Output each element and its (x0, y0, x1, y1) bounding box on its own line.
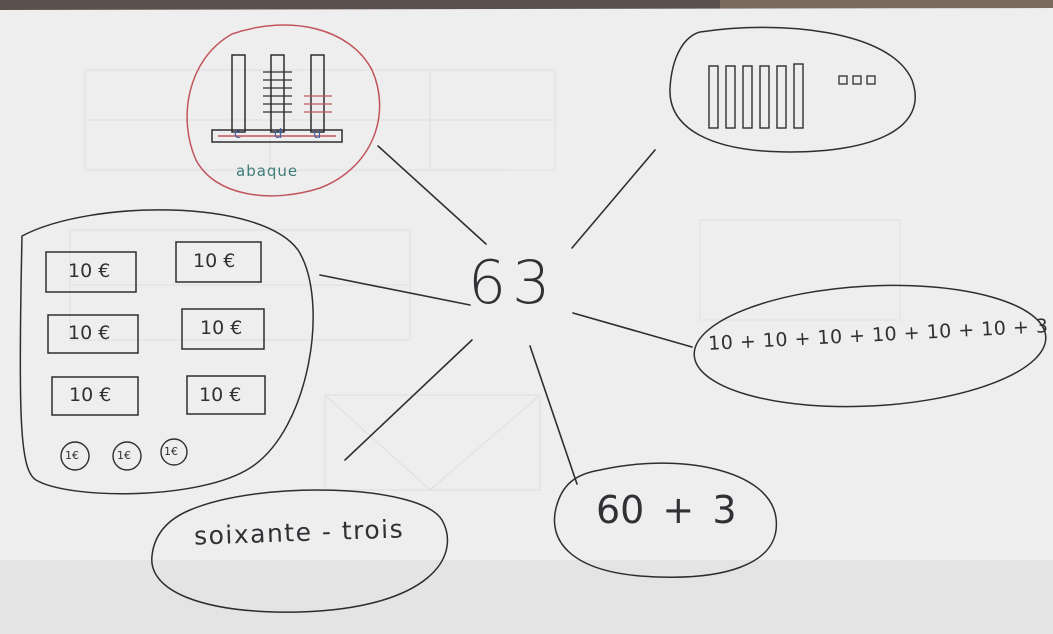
unit-beads (304, 95, 332, 113)
decomposition-bubble (553, 462, 778, 578)
decomposition-expression: 60 + 3 (596, 488, 737, 532)
connector-words (344, 339, 473, 461)
addition-bubble (693, 284, 1047, 408)
connector-addition (572, 312, 693, 348)
blocks-bubble (669, 26, 916, 153)
coin-label: 1€ (164, 445, 178, 458)
bank-note-label: 10 € (68, 260, 111, 282)
center-number: 63 (468, 248, 557, 318)
coins (60, 438, 188, 471)
connector-abacus (377, 145, 487, 245)
coin-label: 1€ (65, 449, 79, 462)
abacus-drawing (211, 54, 343, 143)
connector-decomposition (529, 345, 578, 485)
unit-cubes (838, 75, 876, 85)
bank-note-label: 10 € (68, 322, 111, 344)
bank-note-label: 10 € (199, 384, 242, 406)
abacus-caption: abaque (236, 162, 299, 180)
bank-note-label: 10 € (193, 250, 236, 272)
bank-notes (45, 241, 266, 416)
connector-blocks (571, 149, 656, 249)
coin-label: 1€ (117, 449, 131, 462)
tens-beads (263, 71, 292, 113)
abacus-column-units: u (313, 127, 322, 142)
words-bubble (151, 489, 449, 613)
connector-money (319, 274, 471, 306)
abacus-column-hundreds: c (234, 127, 242, 142)
money-bubble (19, 209, 314, 495)
bank-note-label: 10 € (69, 384, 112, 406)
tens-rods (708, 63, 804, 129)
abacus-bubble (186, 24, 381, 197)
bank-note-label: 10 € (200, 317, 243, 339)
abacus-column-tens: d (274, 127, 283, 142)
